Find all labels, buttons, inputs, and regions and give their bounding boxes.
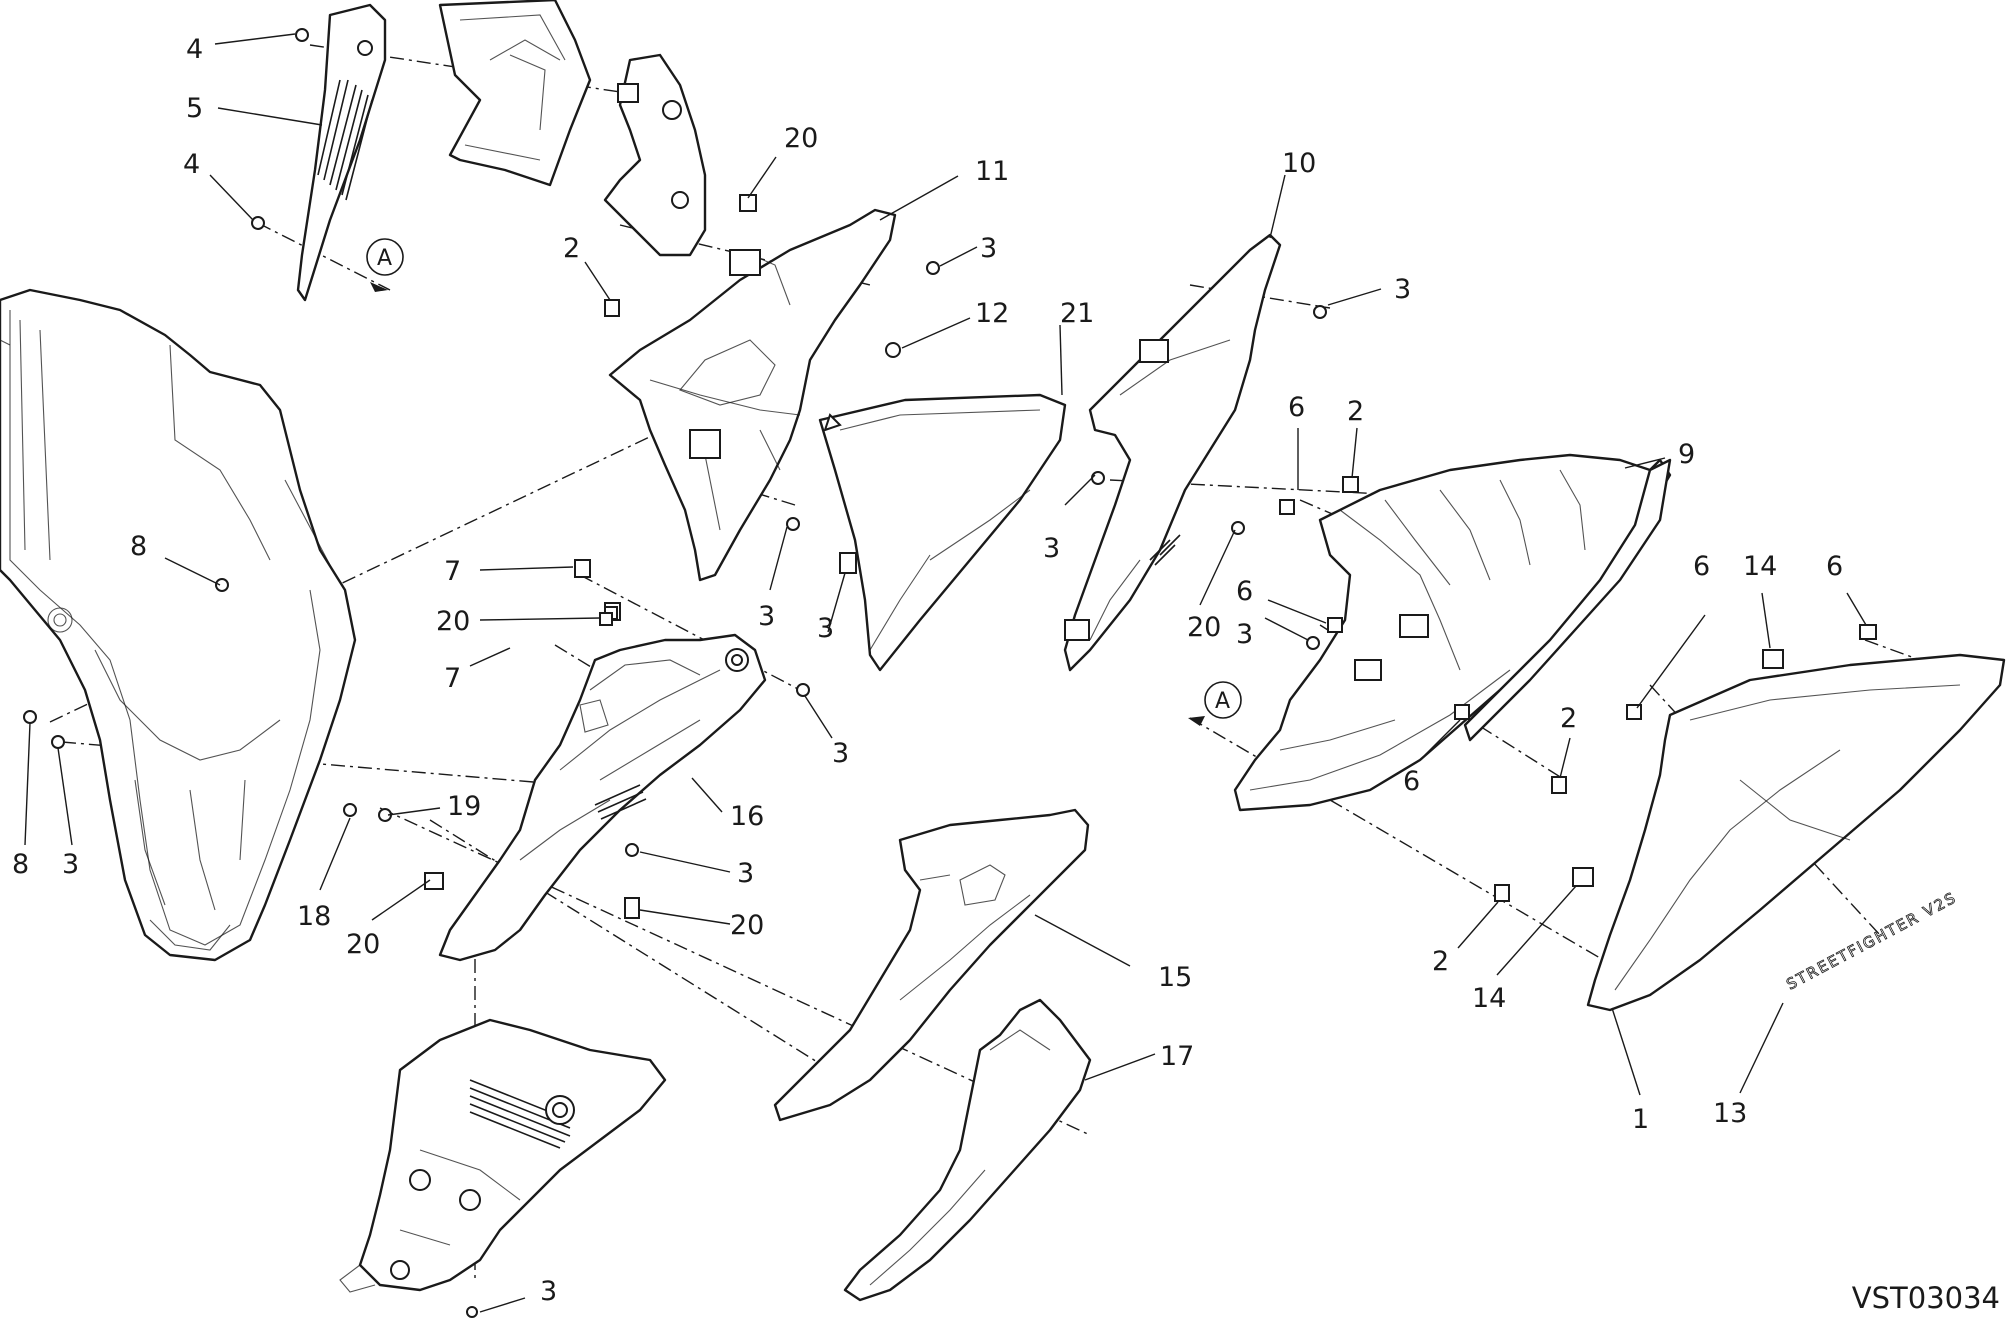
callout-c31: 16	[730, 801, 764, 832]
callout-c6: 2	[563, 233, 580, 264]
callout-c25: 3	[1236, 619, 1253, 650]
callout-c11: 3	[1394, 274, 1411, 305]
callout-c29: 2	[1560, 703, 1577, 734]
view-marker-a-left-text: A	[377, 246, 392, 271]
callout-c15: 8	[130, 531, 147, 562]
callout-c9: 21	[1060, 298, 1094, 329]
part-lower-fairing-upper	[773, 808, 1090, 1122]
callout-c14: 9	[1678, 439, 1695, 470]
callout-c1: 4	[186, 34, 203, 65]
view-marker-a-right-text: A	[1215, 689, 1230, 714]
callout-c17: 20	[1187, 612, 1221, 643]
callout-c21: 3	[758, 601, 775, 632]
callout-c5: 11	[975, 156, 1009, 187]
callout-c4: 20	[784, 123, 818, 154]
callout-c18: 7	[444, 556, 461, 587]
callout-c38: 20	[730, 910, 764, 941]
callout-c26: 6	[1693, 551, 1710, 582]
callout-c19: 20	[436, 606, 470, 637]
view-marker-a-right: A	[1188, 681, 1242, 726]
callout-c41: 14	[1472, 983, 1506, 1014]
callout-c3: 4	[183, 149, 200, 180]
callout-c33: 8	[12, 849, 29, 880]
callout-c22: 3	[817, 613, 834, 644]
part-side-duct-bracket	[608, 208, 897, 582]
fasteners	[23, 28, 1877, 1318]
drawing-code: VST03034	[1851, 1281, 2000, 1315]
part-triangular-side-panel	[818, 393, 1067, 672]
callout-c7: 3	[980, 233, 997, 264]
leader-lines	[24, 33, 1867, 1313]
callout-c43: 1	[1632, 1104, 1649, 1135]
part-mid-bracket	[1063, 233, 1282, 672]
callout-c28: 6	[1826, 551, 1843, 582]
callout-c13: 2	[1347, 396, 1364, 427]
callout-c16: 3	[1043, 533, 1060, 564]
callout-c8: 12	[975, 298, 1009, 329]
part-mounting-bracket	[603, 53, 707, 257]
callout-numbers: 4 5 4 20 11 2 3 12 21 10 3 6 2 9 8 3 20 …	[12, 34, 1843, 1307]
callout-c10: 10	[1282, 148, 1316, 179]
decal-text: STREETFIGHTER V2S	[1783, 888, 1960, 993]
part-inner-lower-bracket	[438, 633, 767, 962]
part-front-fairing-frame	[0, 288, 357, 962]
callout-c12: 6	[1288, 392, 1305, 423]
callout-c35: 18	[297, 901, 331, 932]
part-radiator-cover	[1233, 453, 1672, 812]
callout-c36: 20	[346, 929, 380, 960]
part-upper-shield	[438, 0, 592, 187]
part-belly-pan	[339, 1018, 667, 1293]
callout-c45: 3	[540, 1276, 557, 1307]
callout-c27: 14	[1743, 551, 1777, 582]
callout-c42: 17	[1160, 1041, 1194, 1072]
callout-c34: 3	[62, 849, 79, 880]
part-large-side-panel: STREETFIGHTER V2S	[1586, 653, 2006, 1012]
view-marker-a-left: A	[366, 238, 404, 292]
callout-c23: 3	[832, 738, 849, 769]
callout-c24: 6	[1236, 576, 1253, 607]
callout-c2: 5	[186, 93, 203, 124]
part-vent-panel	[296, 3, 387, 302]
callout-c39: 15	[1158, 962, 1192, 993]
callout-c32: 19	[447, 791, 481, 822]
callout-c20: 7	[444, 663, 461, 694]
part-lower-fairing-bottom	[843, 998, 1092, 1302]
callout-c44: 13	[1713, 1098, 1747, 1129]
callout-c37: 3	[737, 858, 754, 889]
callout-c40: 2	[1432, 946, 1449, 977]
callout-c30: 6	[1403, 766, 1420, 797]
